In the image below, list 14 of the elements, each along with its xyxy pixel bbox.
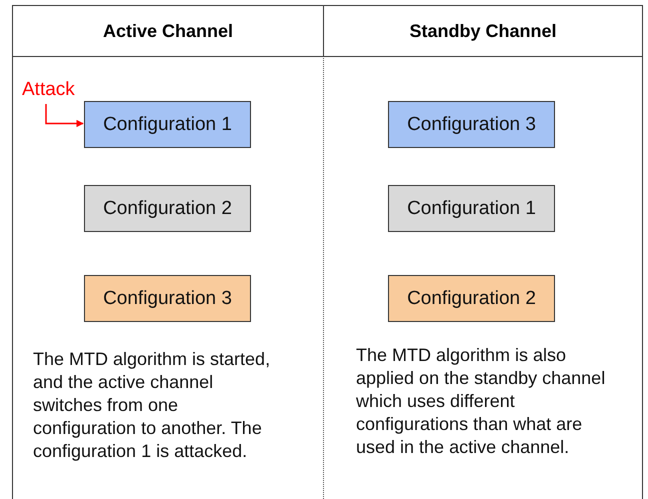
- description-text: The MTD algorithm is started, and the active channel switches from one configuration to another. The configuration 1 is attacked.: [33, 348, 272, 463]
- configuration-box: Configuration 3: [84, 275, 251, 322]
- column-header: Standby Channel: [323, 6, 642, 57]
- configuration-box: Configuration 1: [84, 101, 251, 148]
- configuration-box: Configuration 2: [84, 185, 251, 232]
- column-header: Active Channel: [13, 6, 323, 57]
- attack-label: Attack: [22, 79, 84, 103]
- configuration-box: Configuration 2: [388, 275, 555, 322]
- channel-column: [12, 5, 323, 499]
- configuration-box: Configuration 1: [388, 185, 555, 232]
- arrow: [45, 104, 84, 128]
- description-text: The MTD algorithm is also applied on the standby channel which uses different configurations than what are used in the active channel.: [356, 344, 606, 459]
- configuration-box: Configuration 3: [388, 101, 555, 148]
- channel-column: [323, 5, 643, 499]
